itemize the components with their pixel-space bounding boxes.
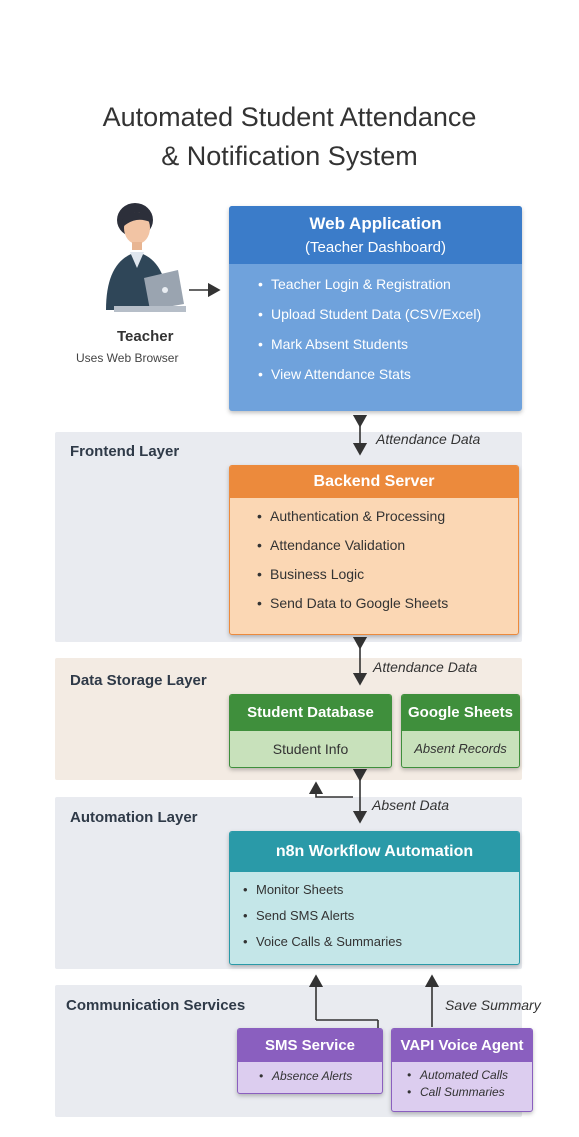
automation-layer-label: Automation Layer — [70, 809, 198, 826]
vapi-item: Call Summaries — [404, 1085, 532, 1102]
teacher-label: Teacher — [117, 328, 174, 345]
backend-item: Send Data to Google Sheets — [254, 595, 518, 624]
vapi-voice-agent-box: VAPI Voice Agent Automated Calls Call Su… — [391, 1028, 533, 1112]
web-application-subtitle: (Teacher Dashboard) — [305, 239, 446, 256]
vapi-voice-agent-title: VAPI Voice Agent — [392, 1029, 532, 1062]
arrow-label-absent-data: Absent Data — [372, 797, 450, 813]
google-sheets-body: Absent Records — [414, 741, 507, 756]
backend-item: Attendance Validation — [254, 537, 518, 566]
web-application-box: Web Application (Teacher Dashboard) Teac… — [229, 206, 522, 411]
backend-server-title: Backend Server — [230, 466, 518, 498]
sms-service-box: SMS Service Absence Alerts — [237, 1028, 383, 1094]
backend-server-box: Backend Server Authentication & Processi… — [229, 465, 519, 635]
n8n-workflow-box: n8n Workflow Automation Monitor Sheets S… — [229, 831, 520, 965]
diagram-title-line1: Automated Student Attendance — [102, 102, 477, 132]
arrow-label-save-summary: Save Summary — [445, 997, 541, 1013]
google-sheets-box: Google Sheets Absent Records — [401, 694, 520, 768]
student-database-box: Student Database Student Info — [229, 694, 392, 768]
google-sheets-title: Google Sheets — [402, 695, 519, 731]
backend-item: Authentication & Processing — [254, 508, 518, 537]
web-app-item: Mark Absent Students — [255, 336, 522, 366]
teacher-sublabel: Uses Web Browser — [76, 351, 179, 365]
arrow-label-attendance-data-1: Attendance Data — [376, 431, 481, 447]
web-app-item: Teacher Login & Registration — [255, 276, 522, 306]
data-storage-layer-label: Data Storage Layer — [70, 672, 207, 689]
sms-item: Absence Alerts — [256, 1069, 382, 1083]
diagram-title-line2: & Notification System — [161, 141, 418, 171]
arrow-label-attendance-data-2: Attendance Data — [373, 659, 478, 675]
n8n-workflow-title: n8n Workflow Automation — [230, 832, 519, 872]
web-application-title: Web Application — [309, 214, 442, 233]
n8n-item: Send SMS Alerts — [240, 908, 519, 934]
teacher-laptop-icon — [92, 198, 202, 318]
sms-service-title: SMS Service — [238, 1029, 382, 1062]
backend-item: Business Logic — [254, 566, 518, 595]
n8n-item: Voice Calls & Summaries — [240, 934, 519, 960]
student-database-title: Student Database — [230, 695, 391, 731]
web-app-item: View Attendance Stats — [255, 366, 522, 396]
n8n-item: Monitor Sheets — [240, 882, 519, 908]
student-database-body: Student Info — [272, 741, 349, 757]
communication-layer-label: Communication Services — [66, 997, 246, 1014]
frontend-layer-label: Frontend Layer — [70, 443, 180, 460]
web-app-item: Upload Student Data (CSV/Excel) — [255, 306, 522, 336]
vapi-item: Automated Calls — [404, 1068, 532, 1085]
